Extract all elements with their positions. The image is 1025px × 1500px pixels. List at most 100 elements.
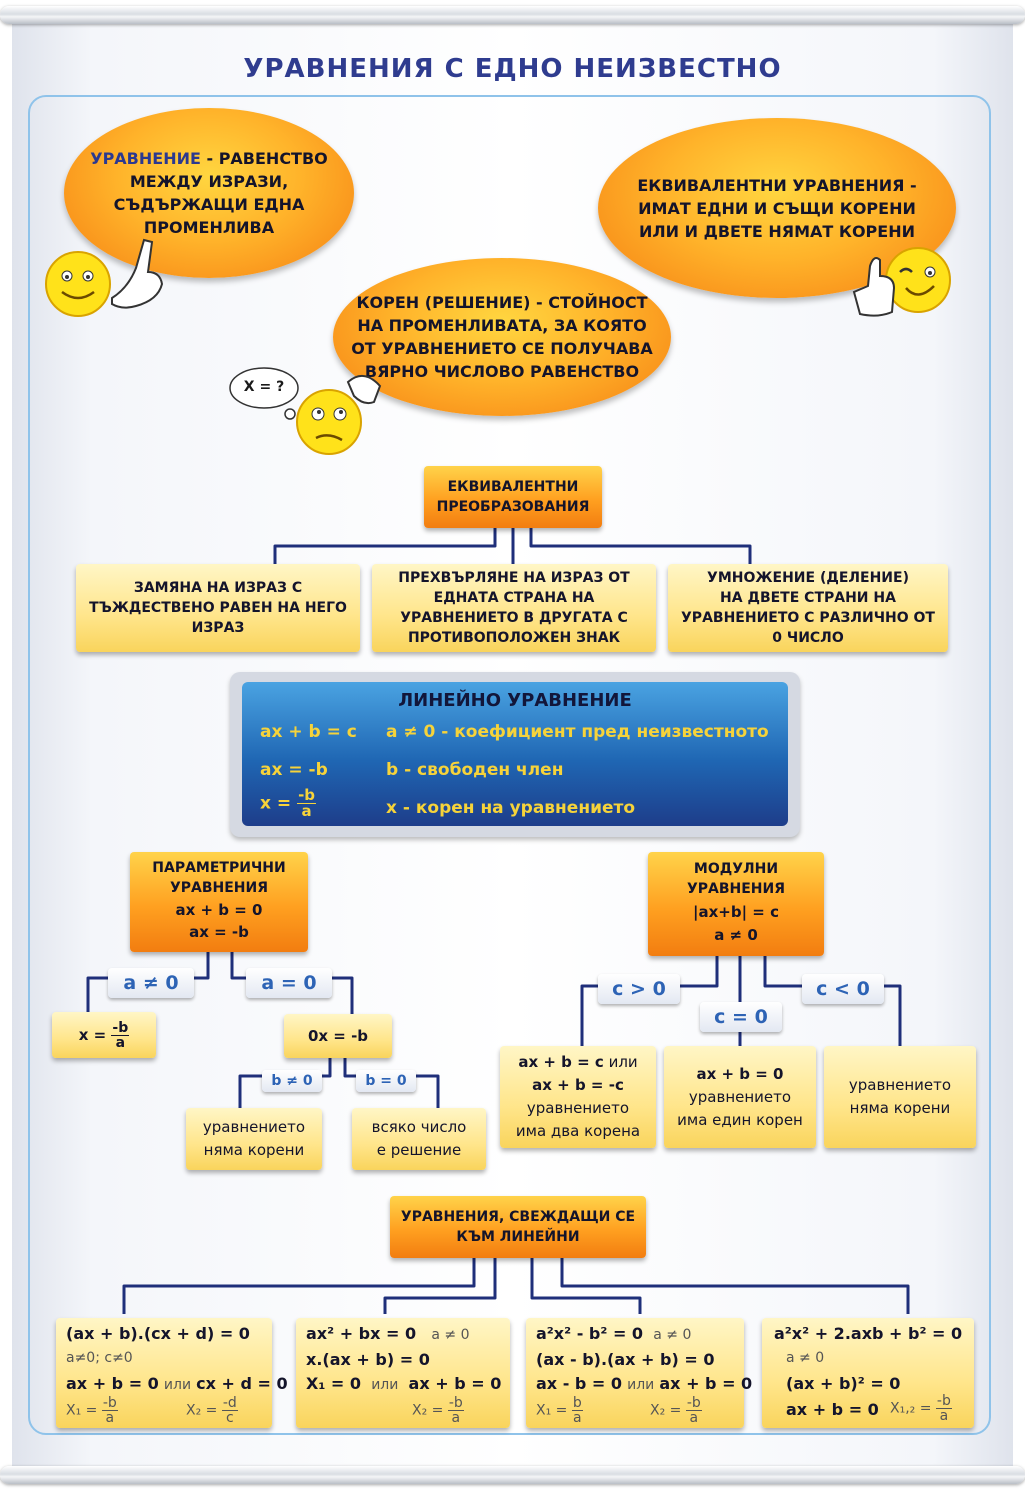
term-equation: УРАВНЕНИЕ xyxy=(90,149,201,168)
parametric-eq1: ax + b = 0 xyxy=(175,901,263,919)
reducible-product-x1-label: X₁ = xyxy=(66,1402,98,1419)
reducible-square-squared: (ax + b)² = 0 xyxy=(786,1374,901,1393)
case-b-zero-tag: b = 0 xyxy=(356,1070,416,1092)
reducible-square-x12-num: -b xyxy=(935,1393,952,1409)
reducible-product-x1-num: -b xyxy=(101,1395,118,1411)
definition-root-line4: ВЯРНО ЧИСЛОВО РАВЕНСТВО xyxy=(364,362,640,381)
transformation-replace-line3: ИЗРАЗ xyxy=(191,620,245,636)
top-rod xyxy=(0,6,1025,24)
definition-equation-line4: ПРОМЕНЛИВА xyxy=(143,218,275,237)
reducible-difference-x1-den: a xyxy=(572,1410,582,1426)
parametric-no-roots-box: уравнението няма корени xyxy=(186,1108,322,1170)
reducible-square-condition: a ≠ 0 xyxy=(786,1350,825,1366)
reducible-difference-x2-label: X₂ = xyxy=(650,1402,682,1419)
case-c-positive-tag: c > 0 xyxy=(598,974,680,1004)
modular-negative-line2: няма корени xyxy=(849,1099,951,1117)
reducible-product-x1-den: a xyxy=(105,1410,115,1426)
zero-x-equation-box: 0x = -b xyxy=(284,1014,392,1058)
case-b-not-zero-tag: b ≠ 0 xyxy=(262,1070,322,1092)
reducible-difference-or: или xyxy=(627,1377,655,1393)
reducible-quadratic-x2-num: -b xyxy=(447,1395,464,1411)
poster-frame xyxy=(28,95,991,1435)
page-title: УРАВНЕНИЯ С ЕДНО НЕИЗВЕСТНО xyxy=(243,54,782,84)
reducible-title-line2: КЪМ ЛИНЕЙНИ xyxy=(456,1229,580,1245)
reducible-difference-box: a²x² - b² = 0 a ≠ 0 (ax - b).(ax + b) = … xyxy=(526,1318,752,1428)
linear-def-root: x - корен на уравнението xyxy=(386,798,636,818)
reducible-quadratic-condition: a ≠ 0 xyxy=(431,1327,470,1343)
definition-root-line1: КОРЕН (РЕШЕНИЕ) - СТОЙНОСТ xyxy=(356,293,648,312)
modular-positive-line4: има два корена xyxy=(515,1122,641,1140)
modular-positive-box: ax + b = c или ax + b = -c уравнението има … xyxy=(500,1046,656,1148)
reducible-difference-eq: a²x² - b² = 0 xyxy=(536,1324,644,1343)
modular-eq2: a ≠ 0 xyxy=(714,926,758,944)
reducible-product-eq-b: cx + d = 0 xyxy=(196,1374,288,1393)
reducible-square-x12-den: a xyxy=(939,1408,949,1424)
parametric-no-roots-line2: няма корени xyxy=(203,1141,305,1159)
transformation-multiply-line1: УМНОЖЕНИЕ (ДЕЛЕНИЕ) xyxy=(707,570,909,586)
definition-root-line3: ОТ УРАВНЕНИЕТО СЕ ПОЛУЧАВА xyxy=(351,339,653,358)
modular-title-line2: УРАВНЕНИЯ xyxy=(686,881,786,897)
reducible-product-eq-a: ax + b = 0 xyxy=(66,1374,159,1393)
parametric-any-line1: всяко число xyxy=(371,1118,467,1136)
reducible-product-or: или xyxy=(163,1377,192,1393)
modular-positive-line3: уравнението xyxy=(526,1099,630,1117)
modular-zero-line2: уравнението xyxy=(688,1087,792,1106)
definition-equivalent-line3: ИЛИ И ДВЕТЕ НЯМАТ КОРЕНИ xyxy=(638,221,915,241)
reducible-quadratic-factored: x.(ax + b) = 0 xyxy=(306,1350,430,1369)
modular-positive-eq2: ax + b = -c xyxy=(532,1076,624,1094)
transformation-transfer-line3: УРАВНЕНИЕТО В ДРУГАТА С xyxy=(400,610,628,626)
parametric-eq2: ax = -b xyxy=(189,923,249,941)
parametric-no-roots-line1: уравнението xyxy=(202,1118,306,1136)
modular-positive-or: или xyxy=(603,1053,638,1071)
transformations-title-line1: ЕКВИВАЛЕНТНИ xyxy=(447,479,579,495)
reducible-difference-x2-den: a xyxy=(689,1410,699,1426)
linear-solution-denominator: a xyxy=(301,802,312,820)
transformation-multiply-box: УМНОЖЕНИЕ (ДЕЛЕНИЕ) НА ДВЕТЕ СТРАНИ НА УРА… xyxy=(668,564,948,652)
definition-equivalent-line2: ИМАТ ЕДНИ И СЪЩИ КОРЕНИ xyxy=(638,198,916,218)
question-bubble-text: X = ? xyxy=(243,379,285,395)
reducible-difference-x1-num: b xyxy=(571,1395,583,1411)
definition-equation-oval: УРАВНЕНИЕ - РАВЕНСТВО МЕЖДУ ИЗРАЗИ, СЪДЪ… xyxy=(64,108,354,278)
equivalent-transformations-box: ЕКВИВАЛЕНТНИ ПРЕОБРАЗОВАНИЯ xyxy=(424,466,602,528)
reducible-product-condition: a≠0; c≠0 xyxy=(66,1350,133,1366)
reducible-product-x2-den: c xyxy=(225,1410,234,1426)
reducible-difference-eq-a: ax - b = 0 xyxy=(536,1374,623,1393)
reducible-product-box: (ax + b).(cx + d) = 0 a≠0; c≠0 ax + b = … xyxy=(56,1318,288,1428)
parametric-solution-denominator: a xyxy=(115,1034,126,1051)
case-a-not-zero-tag: a ≠ 0 xyxy=(108,968,194,998)
linear-eq-general: ax + b = c xyxy=(260,722,357,742)
linear-def-free-term: b - свободен член xyxy=(386,760,564,780)
smiley-wink-thumbs-up-icon xyxy=(852,247,951,317)
definition-equation-line3: СЪДЪРЖАЩИ ЕДНА xyxy=(113,195,305,214)
reducible-square-linear: ax + b = 0 xyxy=(786,1400,879,1419)
transformation-multiply-line2: НА ДВЕТЕ СТРАНИ НА xyxy=(720,590,896,606)
modular-equations-box: МОДУЛНИ УРАВНЕНИЯ |ax+b| = c a ≠ 0 xyxy=(648,852,824,956)
smiley-pointing-icon xyxy=(45,238,164,317)
parametric-title-line1: ПАРАМЕТРИЧНИ xyxy=(152,860,286,876)
reducible-quadratic-x1: X₁ = 0 xyxy=(306,1374,362,1393)
linear-solution-lhs: x = xyxy=(260,793,292,814)
reducible-difference-factored: (ax - b).(ax + b) = 0 xyxy=(536,1350,715,1369)
transformation-replace-line1: ЗАМЯНА НА ИЗРАЗ С xyxy=(133,580,303,596)
reducible-difference-condition: a ≠ 0 xyxy=(653,1327,692,1343)
linear-solution-numerator: -b xyxy=(297,786,317,804)
parametric-equations-box: ПАРАМЕТРИЧНИ УРАВНЕНИЯ ax + b = 0 ax = -… xyxy=(130,852,308,952)
modular-eq1: |ax+b| = c xyxy=(693,903,779,921)
reducible-product-eq: (ax + b).(cx + d) = 0 xyxy=(66,1324,250,1343)
modular-zero-eq: ax + b = 0 xyxy=(696,1064,784,1083)
case-c-zero-tag: c = 0 xyxy=(700,1002,782,1032)
definition-equation-text: - РАВЕНСТВО xyxy=(200,149,328,168)
transformation-transfer-line1: ПРЕХВЪРЛЯНЕ НА ИЗРАЗ ОТ xyxy=(398,570,630,586)
transformation-multiply-line3: УРАВНЕНИЕТО С РАЗЛИЧНО ОТ xyxy=(681,610,935,626)
reducible-square-x12-label: X₁,₂ = xyxy=(890,1400,932,1417)
reducible-product-x2-num: -d xyxy=(221,1395,238,1411)
modular-title-line1: МОДУЛНИ xyxy=(693,861,779,877)
linear-equation-inner: ЛИНЕЙНО УРАВНЕНИЕ ax + b = c ax = -b x =… xyxy=(242,682,788,826)
modular-positive-eq1: ax + b = c xyxy=(518,1053,604,1071)
reducible-quadratic-or: или xyxy=(371,1377,399,1393)
